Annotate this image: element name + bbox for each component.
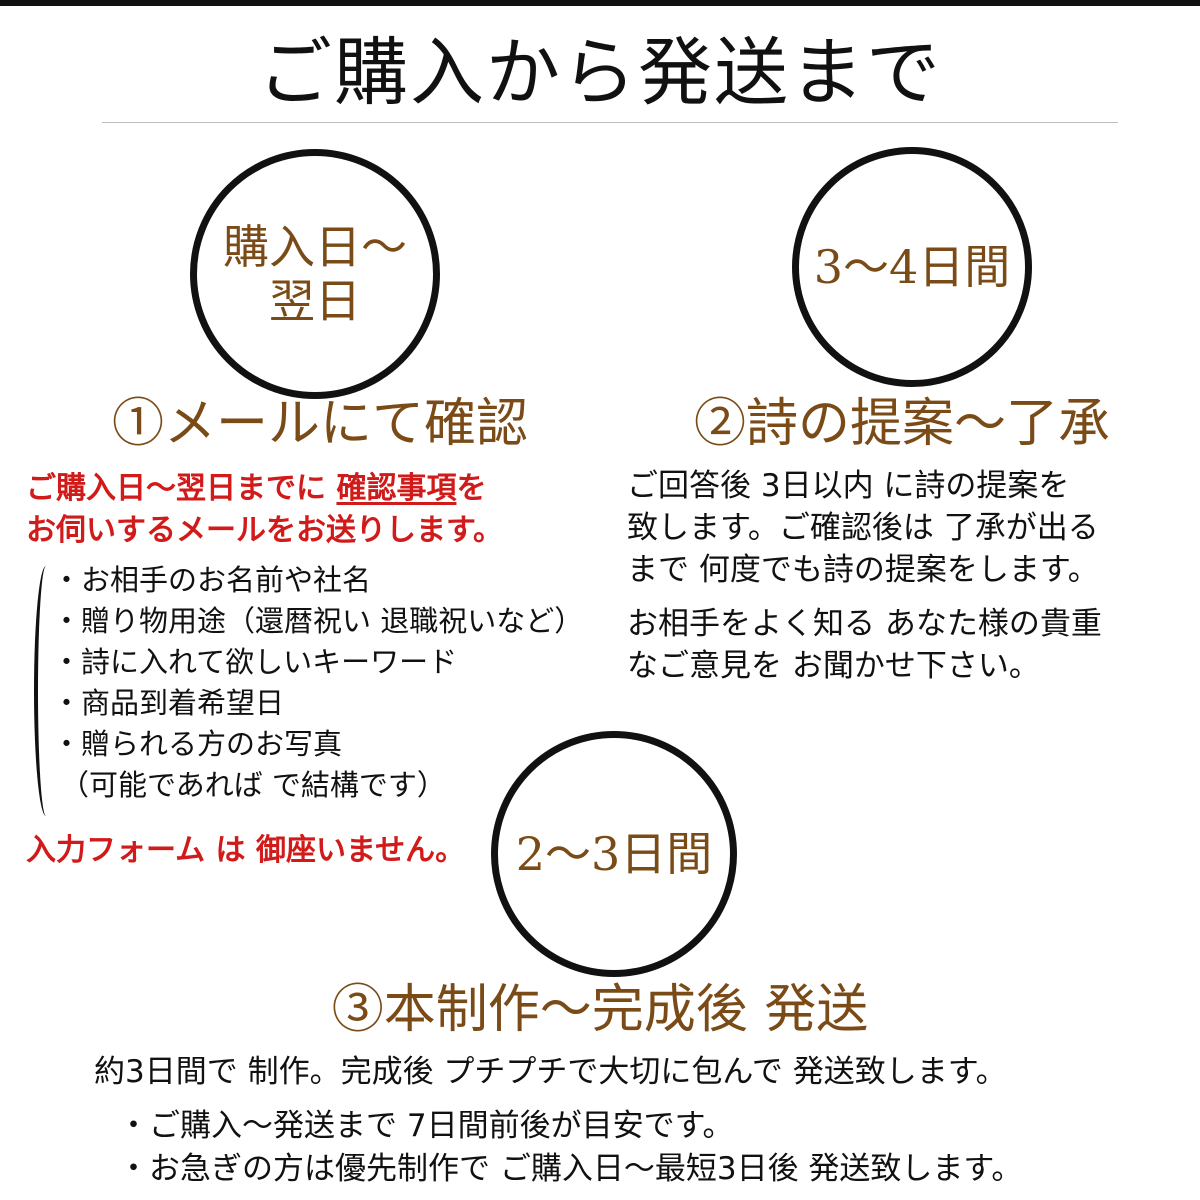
- step3-note: ・お急ぎの方は優先制作で ご購入日～最短3日後 発送致します。: [118, 1151, 1023, 1187]
- step2-heading: ②詩の提案～了承: [694, 394, 1111, 454]
- list-item: ・お相手のお名前や社名: [52, 563, 372, 597]
- step3-note: ・ご購入～発送まで 7日間前後が目安です。: [118, 1108, 734, 1144]
- list-item: ・贈られる方のお写真: [52, 727, 343, 761]
- step1-notice: 入力フォーム は 御座いません。: [26, 833, 466, 868]
- step3-circle-text: 2～3日間: [515, 827, 713, 881]
- list-item: （可能であれば で結構です）: [60, 768, 446, 802]
- top-border: [0, 0, 1200, 6]
- list-item: ・詩に入れて欲しいキーワード: [52, 645, 458, 679]
- step1-red-line1-a: ご購入日～翌日までに: [26, 471, 337, 506]
- step1-duration-circle: 購入日～ 翌日: [190, 149, 440, 399]
- step1-heading: ①メールにて確認: [112, 394, 529, 454]
- page-title: ご購入から発送まで: [258, 30, 942, 116]
- step1-red-line1-b: 確認事項: [336, 471, 457, 506]
- step2-line: まで 何度でも詩の提案をします。: [627, 552, 1099, 588]
- step2-line: 致します。ご確認後は 了承が出る: [627, 510, 1099, 546]
- step2-duration-circle: 3～4日間: [792, 147, 1032, 387]
- list-item: ・贈り物用途（還暦祝い 退職祝いなど）: [52, 604, 584, 638]
- step3-heading: ③本制作～完成後 発送: [331, 980, 869, 1040]
- step1-red-line1-c: を: [456, 471, 487, 506]
- step1-red-line2: お伺いするメールをお送りします。: [26, 513, 503, 548]
- title-divider: [102, 122, 1118, 123]
- step3-description: 約3日間で 制作。完成後 プチプチで大切に包んで 発送致します。: [94, 1054, 1007, 1090]
- list-bracket: [34, 566, 54, 816]
- step1-circle-line1: 購入日～: [223, 220, 407, 274]
- step2-description: ご回答後 3日以内 に詩の提案を 致します。ご確認後は 了承が出る まで 何度で…: [627, 465, 1102, 687]
- step1-checklist: ・お相手のお名前や社名 ・贈り物用途（還暦祝い 退職祝いなど） ・詩に入れて欲し…: [52, 560, 583, 806]
- step1-red-intro: ご購入日～翌日までに 確認事項を お伺いするメールをお送りします。: [26, 468, 503, 552]
- step2-line: ご回答後 3日以内 に詩の提案を: [627, 468, 1070, 504]
- step2-line: なご意見を お聞かせ下さい。: [627, 648, 1040, 684]
- step2-line: お相手をよく知る あなた様の貴重: [627, 606, 1102, 642]
- step1-circle-line2: 翌日: [269, 274, 361, 328]
- step2-circle-text: 3～4日間: [813, 240, 1011, 294]
- step3-duration-circle: 2～3日間: [491, 731, 737, 977]
- list-item: ・商品到着希望日: [52, 686, 285, 720]
